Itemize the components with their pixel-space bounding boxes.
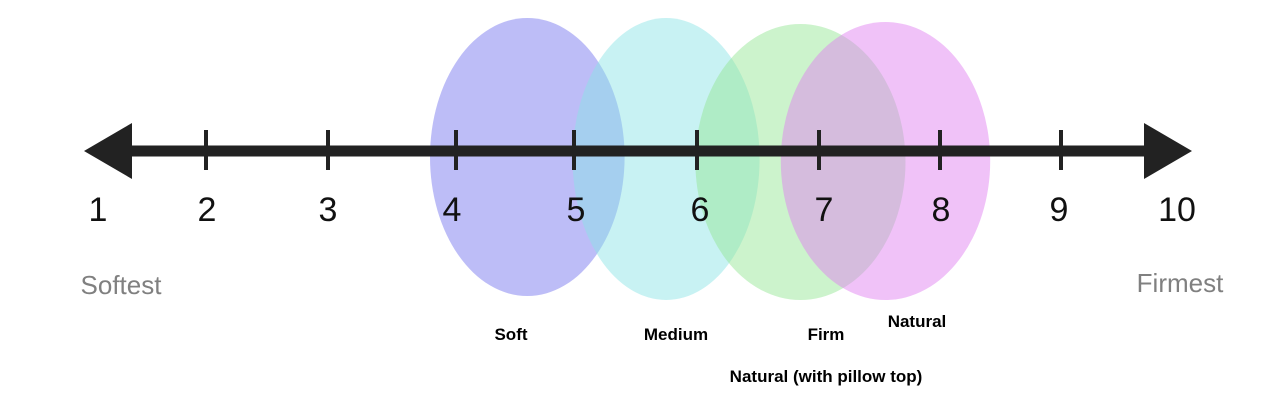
tick-label-4: 4 (443, 191, 462, 229)
natural-label: Natural (888, 312, 947, 331)
medium-range-ellipse (572, 18, 760, 300)
medium-label: Medium (644, 325, 708, 344)
soft-range-ellipse (430, 18, 625, 296)
tick-labels: 1 2 3 4 5 6 7 8 9 10 (89, 191, 1196, 229)
soft-label: Soft (494, 325, 527, 344)
firm-label: Firm (808, 325, 845, 344)
tick-label-6: 6 (691, 191, 710, 229)
tick-label-1: 1 (89, 191, 108, 229)
tick-label-8: 8 (932, 191, 951, 229)
natural-pillow-top-label: Natural (with pillow top) (730, 367, 923, 386)
tick-label-9: 9 (1050, 191, 1069, 229)
natural-range-ellipse (780, 22, 991, 300)
firm-range-ellipse (695, 24, 906, 300)
tick-marks (204, 130, 1063, 170)
tick-label-2: 2 (198, 191, 217, 229)
tick-label-7: 7 (815, 191, 834, 229)
right-arrowhead (1144, 123, 1192, 179)
firmness-axis (84, 123, 1192, 179)
tick-label-3: 3 (319, 191, 338, 229)
firmest-label: Firmest (1137, 268, 1224, 298)
tick-label-10: 10 (1158, 191, 1196, 229)
left-arrowhead (84, 123, 132, 179)
softest-label: Softest (81, 270, 163, 300)
firmness-ranges (430, 18, 991, 300)
tick-label-5: 5 (567, 191, 586, 229)
